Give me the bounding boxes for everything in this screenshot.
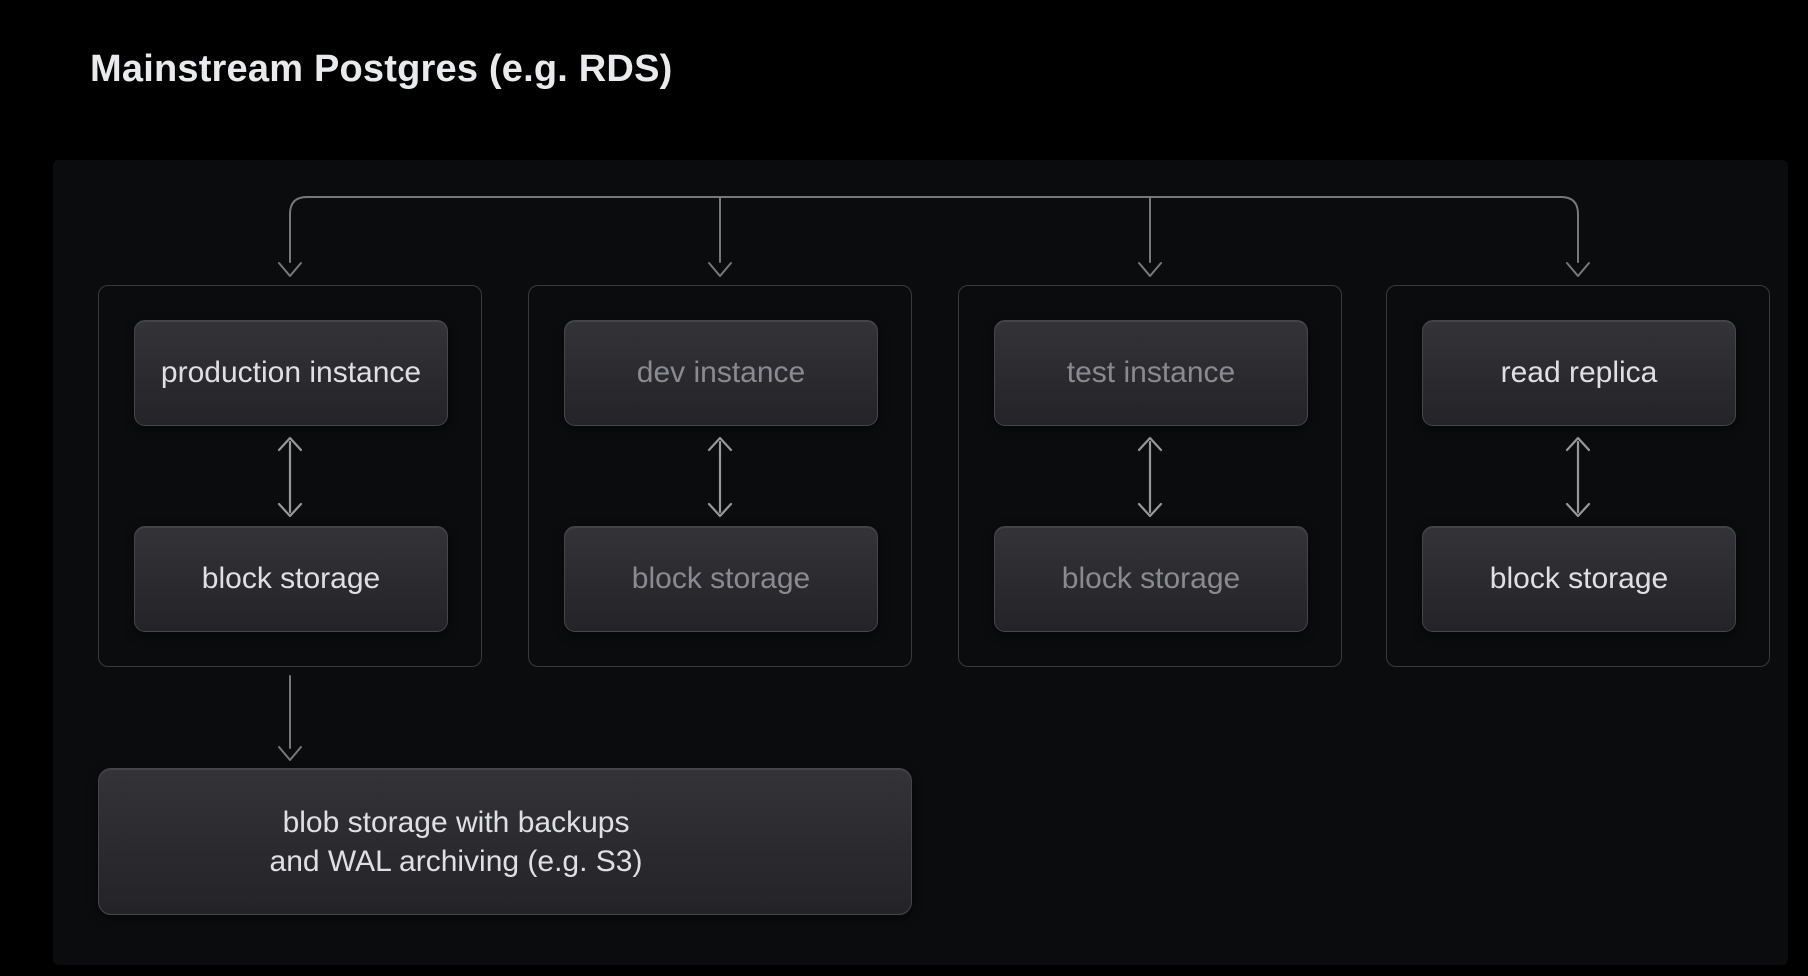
group-read-replica: read replica block storage (1386, 285, 1770, 667)
blob-storage-line2: and WAL archiving (e.g. S3) (269, 844, 643, 878)
node-block-storage: block storage (564, 526, 878, 632)
group-dev: dev instance block storage (528, 285, 912, 667)
node-block-storage: block storage (1422, 526, 1736, 632)
node-block-storage: block storage (994, 526, 1308, 632)
group-test: test instance block storage (958, 285, 1342, 667)
node-blob-storage: blob storage with backups and WAL archiv… (98, 768, 912, 915)
node-production-instance: production instance (134, 320, 448, 426)
page-title: Mainstream Postgres (e.g. RDS) (90, 48, 673, 90)
group-production: production instance block storage (98, 285, 482, 667)
blob-storage-line1: blob storage with backups (282, 805, 630, 839)
node-test-instance: test instance (994, 320, 1308, 426)
node-dev-instance: dev instance (564, 320, 878, 426)
node-read-replica: read replica (1422, 320, 1736, 426)
node-block-storage: block storage (134, 526, 448, 632)
